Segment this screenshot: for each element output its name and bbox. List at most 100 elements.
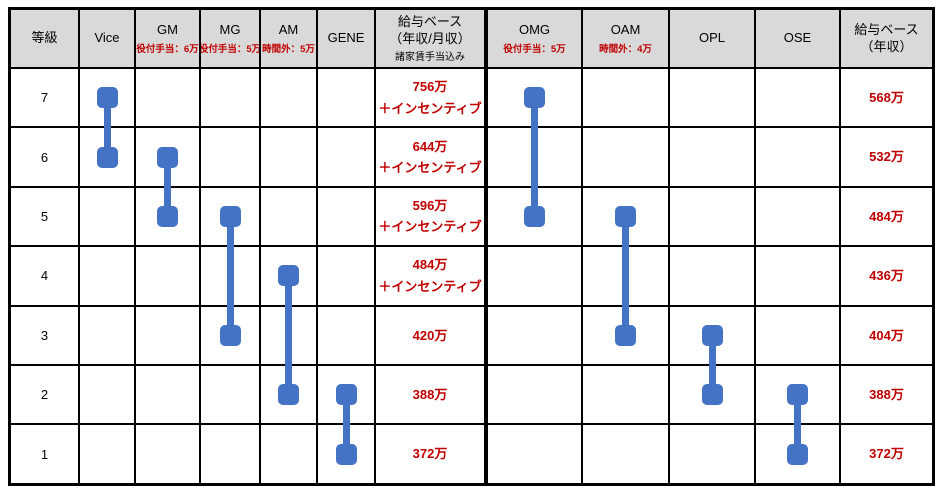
cell-ose-grade-3 [756, 306, 839, 364]
column-header-salary_annual: 給与ベース（年収） [841, 10, 932, 67]
salary-annual-grade-1: 372万 [841, 425, 932, 483]
cell-gene-grade-5 [318, 187, 374, 246]
cell-vice-grade-4 [80, 247, 134, 305]
cell-omg-grade-4 [488, 247, 581, 305]
salary-monthly-grade-2: 388万 [376, 365, 486, 424]
salary-value: 756万 [412, 79, 448, 95]
salary-monthly-grade-3: 420万 [376, 306, 486, 364]
cell-gm-grade-3 [136, 306, 199, 364]
cell-vice-grade-2 [80, 365, 134, 424]
salary-annual-grade-5: 484万 [841, 187, 932, 246]
cell-gm-grade-1 [136, 425, 199, 483]
salary-monthly-grade-7: 756万＋インセンティブ [376, 69, 486, 127]
column-label-2: （年収） [860, 38, 913, 54]
range-bar-line-gene [342, 394, 350, 455]
column-label: GENE [327, 30, 365, 46]
grade-cell-7: 7 [11, 69, 78, 127]
column-label: 給与ベース [397, 13, 463, 29]
range-bar-endpoint-top-gm [157, 146, 178, 168]
cell-omg-grade-1 [488, 425, 581, 483]
column-header-salary_monthly: 給与ベース（年収/月収）諸家賃手当込み [376, 10, 486, 67]
column-label: OPL [698, 30, 725, 46]
range-bar-line-omg [531, 97, 538, 217]
column-label: GM [157, 21, 178, 37]
allowance-label: 時間外：5万 [262, 44, 315, 56]
grade-cell-5: 5 [11, 187, 78, 246]
cell-vice-grade-3 [80, 306, 134, 364]
allowance-label: 役付手当：6万 [136, 44, 199, 56]
cell-am-grade-5 [261, 187, 316, 246]
range-bar-endpoint-bottom-omg [524, 206, 545, 227]
salary-value: 388万 [412, 386, 448, 402]
cell-gene-grade-7 [318, 69, 374, 127]
cell-mg-grade-1 [201, 425, 259, 483]
cell-vice-grade-5 [80, 187, 134, 246]
salary-monthly-grade-4: 484万 ＋インセンティブ [376, 247, 486, 305]
cell-vice-grade-1 [80, 425, 134, 483]
salary-annual-grade-3: 404万 [841, 306, 932, 364]
cell-mg-grade-7 [201, 69, 259, 127]
column-header-am: AM 時間外：5万 [261, 10, 316, 67]
range-bar-endpoint-top-oam [615, 206, 636, 227]
cell-gm-grade-2 [136, 365, 199, 424]
range-bar-line-opl [708, 335, 716, 395]
range-bar-endpoint-bottom-gene [335, 443, 357, 465]
range-bar-endpoint-bottom-ose [787, 443, 808, 465]
grade-cell-3: 3 [11, 306, 78, 364]
range-bar-endpoint-top-gene [335, 384, 357, 406]
range-bar-line-ose [794, 394, 801, 455]
cell-omg-grade-2 [488, 365, 581, 424]
salary-value: 372万 [412, 446, 448, 462]
column-label: AM [278, 21, 299, 37]
cell-gene-grade-4 [318, 247, 374, 305]
range-bar-line-am [285, 275, 292, 395]
cell-ose-grade-4 [756, 247, 839, 305]
cell-oam-grade-7 [583, 69, 668, 127]
grade-cell-6: 6 [11, 128, 78, 186]
column-label: MG [219, 21, 241, 37]
cell-oam-grade-1 [583, 425, 668, 483]
salary-value: 484万 [412, 257, 448, 273]
range-bar-line-vice [103, 97, 111, 158]
column-label: 等級 [31, 30, 58, 46]
cell-opl-grade-7 [670, 69, 754, 127]
range-bar-endpoint-top-opl [701, 324, 723, 346]
cell-opl-grade-1 [670, 425, 754, 483]
salary-monthly-grade-5: 596万＋インセンティブ [376, 187, 486, 246]
range-bar-line-gm [164, 157, 171, 217]
range-bar-endpoint-bottom-mg [219, 324, 241, 346]
column-header-ose: OSE [756, 10, 839, 67]
cell-omg-grade-3 [488, 306, 581, 364]
cell-oam-grade-2 [583, 365, 668, 424]
column-label: Vice [94, 30, 120, 46]
column-header-grade: 等級 [11, 10, 78, 67]
cell-opl-grade-5 [670, 187, 754, 246]
cell-ose-grade-5 [756, 187, 839, 246]
range-bar-endpoint-bottom-oam [615, 324, 636, 346]
range-bar-line-oam [622, 216, 629, 336]
cell-mg-grade-6 [201, 128, 259, 186]
range-bar-endpoint-bottom-opl [701, 384, 723, 406]
salary-monthly-grade-6: 644万＋インセンティブ [376, 128, 486, 186]
cell-gene-grade-6 [318, 128, 374, 186]
column-label: OAM [610, 21, 641, 37]
range-bar-line-mg [226, 216, 234, 336]
range-bar-endpoint-bottom-vice [96, 146, 118, 168]
column-label: OMG [518, 21, 551, 37]
incentive-label: ＋インセンティブ [378, 278, 482, 294]
salary-monthly-grade-1: 372万 [376, 425, 486, 483]
cell-gm-grade-7 [136, 69, 199, 127]
salary-annual-grade-7: 568万 [841, 69, 932, 127]
cell-gm-grade-4 [136, 247, 199, 305]
column-header-opl: OPL [670, 10, 754, 67]
column-header-vice: Vice [80, 10, 134, 67]
grade-cell-2: 2 [11, 365, 78, 424]
cell-oam-grade-6 [583, 128, 668, 186]
range-bar-endpoint-top-ose [787, 384, 808, 406]
cell-opl-grade-6 [670, 128, 754, 186]
incentive-label: ＋インセンティブ [378, 160, 482, 176]
range-bar-endpoint-top-mg [219, 206, 241, 227]
salary-value: 596万 [412, 198, 448, 214]
